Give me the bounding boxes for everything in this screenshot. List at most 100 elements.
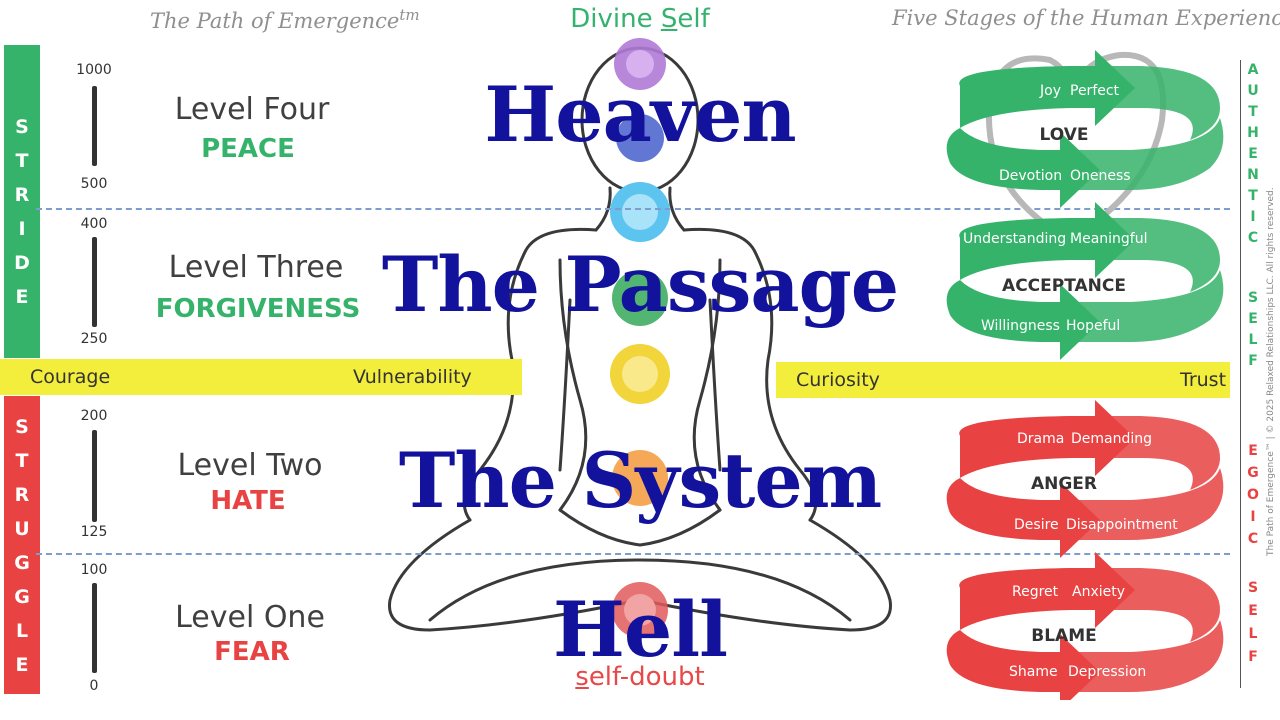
chakra-crown-icon <box>614 38 666 90</box>
curiosity-label: Curiosity <box>796 369 880 391</box>
authentic-letter: I <box>1250 209 1256 225</box>
acceptance-bottom-left: Willingness <box>981 318 1060 334</box>
level-four-name: Level Four <box>174 92 330 127</box>
struggle-letter: E <box>15 654 29 676</box>
authentic-self-letter: S <box>1247 290 1259 306</box>
system-label: The System <box>398 436 882 525</box>
love-bottom-right: Oneness <box>1070 168 1131 184</box>
right-title: Five Stages of the Human Experience <box>892 6 1280 30</box>
stride-letter: E <box>15 286 29 308</box>
struggle-letter: S <box>15 416 29 438</box>
authentic-self-letter: L <box>1248 332 1258 348</box>
scale-label: 0 <box>89 678 99 694</box>
struggle-letter: G <box>14 586 30 608</box>
level-one-name: Level One <box>175 600 325 635</box>
acceptance-center: ACCEPTANCE <box>1002 276 1126 296</box>
stride-letter: T <box>15 150 29 172</box>
authentic-letter: H <box>1247 125 1259 141</box>
acceptance-top-left: Understanding <box>963 231 1067 247</box>
struggle-letter: G <box>14 552 30 574</box>
blame-bottom-left: Shame <box>1009 664 1058 680</box>
egoic-self-letter: F <box>1248 649 1258 665</box>
struggle-letter: T <box>15 450 29 472</box>
chakra-sacral-icon <box>612 450 668 506</box>
struggle-letter: U <box>14 518 30 540</box>
left-title: The Path of Emergencetm <box>150 6 420 33</box>
chakra-solar-icon <box>610 344 670 404</box>
level-one-emotion: FEAR <box>214 637 290 667</box>
separator-upper <box>36 208 1230 210</box>
stride-letter: S <box>15 116 29 138</box>
level-three-name: Level Three <box>168 250 344 285</box>
cycle-diagrams <box>946 50 1224 700</box>
egoic-letter: O <box>1247 487 1259 503</box>
struggle-letter: R <box>14 484 30 506</box>
love-bottom-left: Devotion <box>999 168 1063 184</box>
stride-letter: I <box>18 218 26 240</box>
struggle-letter: L <box>15 620 29 642</box>
chakra-throat-icon <box>610 182 670 242</box>
scale-label: 125 <box>80 524 108 540</box>
love-top-right: Perfect <box>1070 83 1120 99</box>
passage-label: The Passage <box>381 240 899 329</box>
blame-top-left: Regret <box>1012 584 1059 600</box>
scale-line <box>92 237 97 327</box>
courage-label: Courage <box>30 366 111 388</box>
authentic-letter: N <box>1247 167 1259 183</box>
trademark: tm <box>399 6 420 24</box>
scale-label: 500 <box>80 176 108 192</box>
yellow-band-left <box>0 359 522 395</box>
authentic-letter: A <box>1247 62 1259 78</box>
vulnerability-label: Vulnerability <box>353 366 472 388</box>
scale-label: 400 <box>80 216 108 232</box>
stride-bar <box>4 45 40 358</box>
anger-bottom-right: Disappointment <box>1066 517 1178 533</box>
level-four-emotion: PEACE <box>201 134 295 164</box>
scale-line <box>92 430 97 522</box>
struggle-bar <box>4 396 40 694</box>
level-two-emotion: HATE <box>210 486 286 516</box>
stride-letter: R <box>14 184 30 206</box>
egoic-letter: G <box>1247 465 1259 481</box>
scale-label: 200 <box>80 408 108 424</box>
anger-top-right: Demanding <box>1071 431 1153 447</box>
egoic-letter: I <box>1250 509 1256 525</box>
scale-line <box>92 86 97 166</box>
divine-prefix: Divine <box>570 4 661 34</box>
acceptance-bottom-right: Hopeful <box>1066 318 1121 334</box>
chakra-heart-icon <box>612 270 668 326</box>
egoic-self-letter: L <box>1248 626 1258 642</box>
scale-line <box>92 583 97 673</box>
blame-top-right: Anxiety <box>1072 584 1126 600</box>
trust-label: Trust <box>1180 369 1227 391</box>
authentic-self-letter: E <box>1248 311 1258 327</box>
self-doubt-rest: elf-doubt <box>588 662 705 692</box>
self-doubt-label: self-doubt <box>0 662 1280 692</box>
chakra-third-eye-icon <box>616 114 664 162</box>
scale-label: 100 <box>80 562 108 578</box>
love-center: LOVE <box>1039 125 1089 145</box>
egoic-self-letter: S <box>1247 580 1259 596</box>
left-title-text: The Path of Emergence <box>150 9 400 33</box>
blame-center: BLAME <box>1031 626 1097 646</box>
divine-underlined: S <box>660 4 678 34</box>
level-three-emotion: FORGIVENESS <box>155 294 361 324</box>
authentic-self-letter: F <box>1248 353 1258 369</box>
authentic-letter: C <box>1247 230 1259 246</box>
authentic-letter: T <box>1248 188 1258 204</box>
anger-center: ANGER <box>1030 474 1098 494</box>
scale-label: 250 <box>80 331 108 347</box>
right-divider-line <box>1240 60 1241 688</box>
anger-bottom-left: Desire <box>1014 517 1059 533</box>
heaven-label: Heaven <box>484 70 796 159</box>
divine-suffix: elf <box>677 4 710 34</box>
separator-lower <box>36 553 1230 555</box>
anger-top-left: Drama <box>1017 431 1065 447</box>
level-two-name: Level Two <box>177 448 323 483</box>
egoic-letter: E <box>1248 443 1258 459</box>
authentic-letter: E <box>1248 146 1258 162</box>
egoic-letter: C <box>1247 531 1259 547</box>
authentic-letter: T <box>1248 104 1258 120</box>
blame-bottom-right: Depression <box>1068 664 1147 680</box>
yellow-band-right <box>776 362 1230 398</box>
